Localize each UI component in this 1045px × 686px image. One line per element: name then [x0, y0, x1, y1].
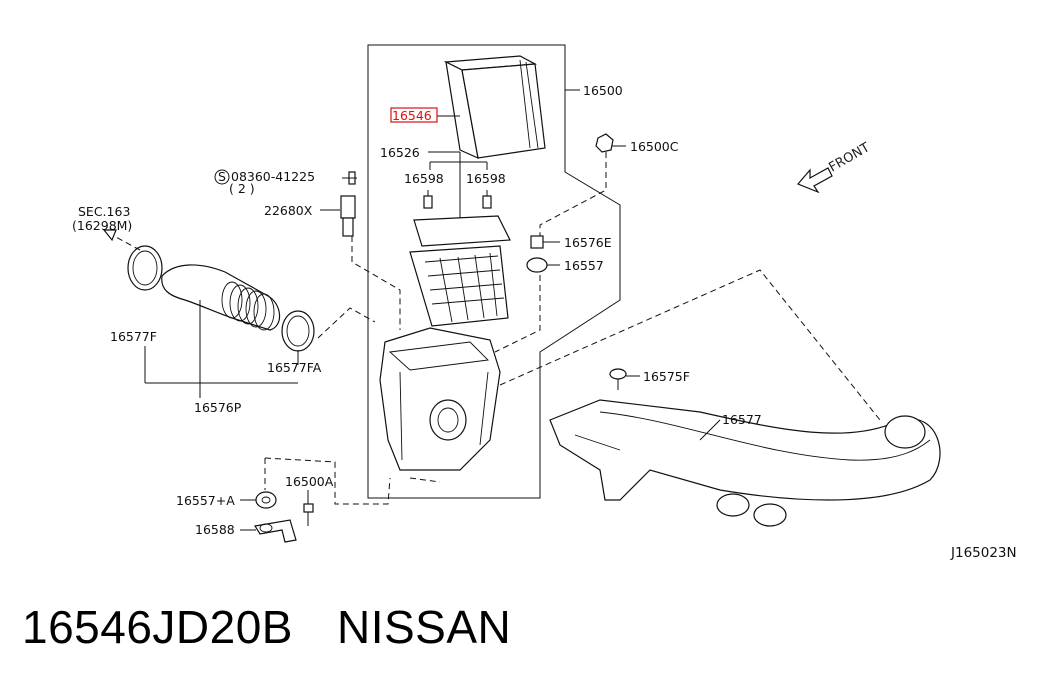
air-flow-sensor	[340, 171, 356, 237]
label-16576p: 16576P	[194, 400, 242, 415]
label-16557a: 16557+A	[176, 493, 235, 508]
bolt-16500a	[303, 503, 314, 526]
dashed-lines	[264, 152, 881, 505]
label-16577: 16577	[722, 412, 762, 427]
nut-16500c	[595, 133, 614, 153]
label-16500a: 16500A	[285, 474, 334, 489]
label-16526: 16526	[380, 145, 420, 160]
label-sec163-ref: (16298M)	[72, 218, 132, 233]
label-16588: 16588	[195, 522, 235, 537]
lower-housing	[379, 327, 501, 471]
resonator-duct	[549, 399, 941, 527]
label-16598-left: 16598	[404, 171, 444, 186]
label-16598-right: 16598	[466, 171, 506, 186]
grommet-16557a	[255, 491, 277, 509]
clip-left	[423, 190, 433, 209]
front-label: FRONT	[827, 140, 873, 175]
screw-symbol-text: S	[218, 169, 226, 184]
label-16500c: 16500C	[630, 139, 679, 154]
label-08360: 08360-41225	[231, 169, 315, 184]
sec163-arrow-icon	[102, 229, 141, 251]
label-sec163: SEC.163	[78, 204, 130, 219]
leader-lines	[144, 89, 721, 531]
pin-16575f	[609, 368, 627, 390]
grommet-16576e	[530, 235, 544, 249]
front-arrow-icon	[796, 167, 833, 194]
label-22680x: 22680X	[264, 203, 313, 218]
label-16546: 16546	[392, 108, 432, 123]
clamp-16577fa	[281, 310, 315, 352]
filter-element	[443, 55, 546, 160]
part-caption: 16546JD20B NISSAN	[22, 600, 511, 654]
clamp-16577f	[127, 245, 163, 291]
bracket-16588	[254, 519, 297, 543]
assembly-outline	[367, 44, 621, 499]
label-16500: 16500	[583, 83, 623, 98]
label-16575f: 16575F	[643, 369, 690, 384]
label-16557: 16557	[564, 258, 604, 273]
label-16577f: 16577F	[110, 329, 157, 344]
part-number: 16546JD20B	[22, 601, 293, 653]
label-08360-qty: ( 2 )	[229, 181, 255, 196]
screw-symbol: S	[214, 169, 230, 185]
upper-cover	[409, 215, 511, 327]
diagram-reference: J165023N	[950, 545, 1017, 561]
highlight-box	[390, 107, 438, 123]
intake-duct	[161, 264, 281, 331]
label-16576e: 16576E	[564, 235, 612, 250]
label-16577fa: 16577FA	[267, 360, 322, 375]
brand-name: NISSAN	[336, 601, 512, 653]
clip-right	[482, 190, 492, 209]
grommet-16557	[526, 257, 548, 273]
